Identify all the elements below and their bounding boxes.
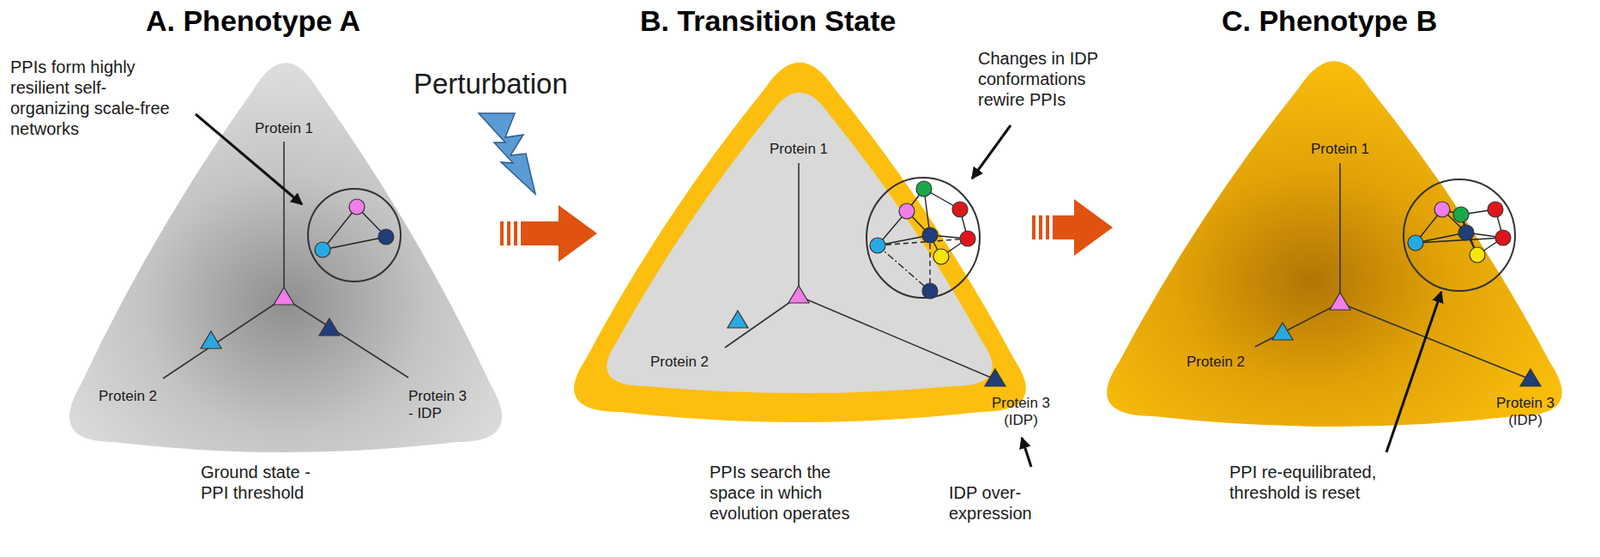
leader-arrow <box>195 114 1442 467</box>
network-protein <box>922 283 938 299</box>
annotation: PPIs form highly resilient self-organizi… <box>10 56 172 139</box>
protein-star <box>797 163 800 296</box>
annotation: Protein 2 <box>650 353 728 371</box>
leader-arrow <box>972 125 1011 179</box>
protein-marker <box>273 287 295 305</box>
protein-marker <box>1520 368 1541 387</box>
network-protein <box>869 237 886 254</box>
panel-title: C. Phenotype B <box>1221 3 1437 38</box>
protein-star <box>163 297 284 379</box>
network-circle <box>1403 179 1516 291</box>
arrow-head <box>1074 199 1113 256</box>
network-link <box>322 236 387 250</box>
arrow-stripe <box>513 221 518 246</box>
protein-star <box>163 141 1531 380</box>
edge-label: Perturbation <box>413 66 568 102</box>
arrow-body <box>1052 215 1075 240</box>
protein-star <box>283 297 409 378</box>
rounded-triangle <box>69 62 502 453</box>
network-protein <box>899 203 915 219</box>
arrow-body <box>520 221 560 246</box>
protein-marker <box>727 310 749 328</box>
network-circle <box>307 177 1516 298</box>
network-protein <box>378 229 394 245</box>
protein-star <box>283 141 285 298</box>
network-link <box>929 235 930 291</box>
network-protein <box>1407 235 1424 251</box>
network-protein <box>1487 201 1504 218</box>
network-link <box>1415 237 1504 243</box>
protein-star <box>1339 163 1341 303</box>
arrow-stripe <box>500 221 504 246</box>
annotation: Protein 2 <box>1186 353 1264 371</box>
protein-marker <box>200 285 1541 387</box>
transition-arrow <box>1032 199 1113 256</box>
panel-outline <box>559 0 1041 429</box>
panel-title: B. Transition State <box>640 3 897 38</box>
arrow-stripe <box>1032 215 1036 240</box>
network-protein <box>933 248 949 265</box>
network-protein <box>1469 247 1486 263</box>
leader-arrow <box>1386 291 1442 453</box>
lightning-bolt <box>478 113 536 194</box>
protein-star <box>798 295 996 380</box>
network-protein <box>922 227 938 243</box>
protein-marker <box>200 331 222 349</box>
lightning-bolt <box>478 113 536 194</box>
annotation: Protein 1 <box>241 120 327 138</box>
phenotype-panel: B. Transition State <box>559 0 1041 429</box>
network-protein <box>314 241 331 258</box>
annotation: PPIs search the space in which evolution… <box>709 461 869 524</box>
network-protein <box>952 201 968 218</box>
annotation: Protein 2 <box>98 387 176 405</box>
arrow-stripe <box>1045 215 1050 240</box>
annotation: IDP over-expression <box>948 482 1045 524</box>
network-protein <box>314 181 1511 299</box>
network-protein <box>1434 201 1450 218</box>
annotation: PPI re-equilibrated, threshold is reset <box>1229 461 1406 503</box>
annotation: Protein 1 <box>755 140 842 158</box>
network-circle <box>866 177 980 298</box>
network-protein <box>1453 206 1469 223</box>
network-protein <box>916 181 932 197</box>
network-protein <box>960 230 976 247</box>
protein-marker <box>1329 292 1351 310</box>
network-link <box>877 245 930 291</box>
network-protein <box>1458 224 1474 241</box>
annotation: Changes in IDP conformations rewire PPIs <box>978 48 1117 110</box>
network-protein <box>349 199 365 215</box>
protein-star <box>724 295 799 348</box>
rounded-triangle <box>573 62 1027 423</box>
annotation: Protein 3 (IDP) <box>986 394 1056 430</box>
annotation: Protein 3 - IDP <box>408 387 472 423</box>
protein-star <box>1340 302 1531 380</box>
network-link <box>877 238 968 246</box>
protein-marker <box>984 368 1006 387</box>
rounded-triangle <box>606 92 993 393</box>
network-link <box>322 188 1504 291</box>
annotation: Protein 3 (IDP) <box>1491 394 1560 430</box>
arrow-stripe <box>1038 215 1043 240</box>
network-protein <box>1495 229 1511 246</box>
leader-arrow <box>1021 437 1032 467</box>
panel-title: A. Phenotype A <box>145 3 361 38</box>
protein-marker <box>319 318 340 336</box>
transition-arrow <box>500 205 598 262</box>
annotation: Protein 1 <box>1297 140 1383 158</box>
protein-marker <box>788 285 810 303</box>
protein-star <box>1255 302 1341 347</box>
protein-marker <box>1272 322 1293 340</box>
arrow-stripe <box>507 221 511 246</box>
annotation: Ground state - PPI threshold <box>200 461 339 503</box>
network-circle <box>307 188 401 282</box>
rounded-triangle <box>1106 60 1562 427</box>
arrow-head <box>558 205 598 262</box>
